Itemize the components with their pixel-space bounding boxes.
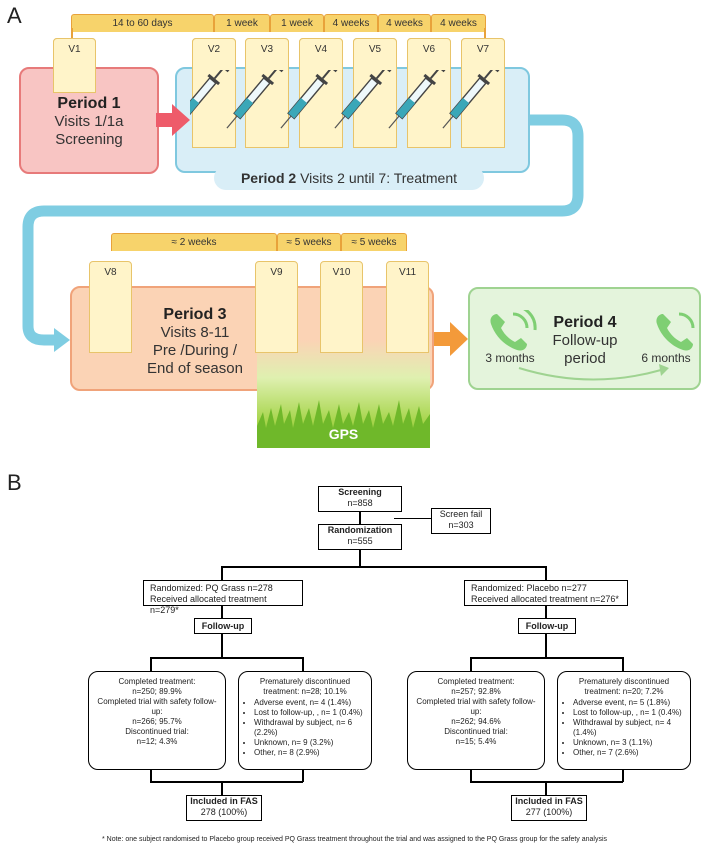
- pq-completed-box: Completed treatment: n=250; 89.9% Comple…: [88, 671, 226, 770]
- pq-randomized-line1: Randomized: PQ Grass n=278: [150, 583, 273, 593]
- interval-2: 1 week: [214, 14, 270, 32]
- pq-completed-0: Completed treatment:: [118, 677, 196, 686]
- screening-n: n=858: [347, 498, 373, 508]
- screening-box: Screening n=858: [318, 486, 402, 512]
- pq-followup-box: Follow-up: [194, 618, 252, 634]
- placebo-disc-item: Lost to follow-up, , n= 1 (0.4%): [573, 708, 685, 718]
- interval-5: 4 weeks: [378, 14, 431, 32]
- flow-arrows: [22, 104, 584, 356]
- period-4-text: Period 4 Follow-up period: [540, 314, 630, 368]
- pq-disc-item: Adverse event, n= 4 (1.4%): [254, 698, 366, 708]
- randomization-title: Randomization: [327, 525, 393, 535]
- screening-title: Screening: [338, 487, 382, 497]
- placebo-disc-item: Unknown, n= 3 (1.1%): [573, 738, 685, 748]
- interval-p3-3: ≈ 5 weeks: [341, 233, 407, 251]
- phone-icons: [490, 310, 695, 381]
- pq-randomized-box: Randomized: PQ Grass n=278 Received allo…: [143, 580, 303, 615]
- screen-fail-box: Screen fail n=303: [431, 508, 491, 534]
- pq-completed-2: Completed trial with safety follow-: [97, 697, 217, 706]
- period-1-line1: Visits 1/1a: [54, 113, 124, 130]
- interval-4: 4 weeks: [324, 14, 378, 32]
- period-3-line3: End of season: [147, 360, 243, 377]
- pq-completed-5: Discontinued trial:: [125, 727, 189, 736]
- interval-6: 4 weeks: [431, 14, 486, 32]
- placebo-fas-title: Included in FAS: [515, 796, 583, 806]
- placebo-fas-box: Included in FAS 277 (100%): [511, 795, 587, 821]
- interval-3: 1 week: [270, 14, 324, 32]
- placebo-completed-box: Completed treatment: n=257; 92.8% Comple…: [407, 671, 545, 770]
- pq-disc-item: Lost to follow-up, , n= 1 (0.4%): [254, 708, 366, 718]
- pq-fas-box: Included in FAS 278 (100%): [186, 795, 262, 821]
- placebo-completed-1: n=257; 92.8%: [451, 687, 501, 696]
- period-2-text: Visits 2 until 7: Treatment: [300, 170, 458, 186]
- pq-completed-4: n=266; 95.7%: [132, 717, 182, 726]
- visit-tab-v5-front: V5: [353, 38, 397, 148]
- placebo-disc-item: Withdrawal by subject, n= 4 (1.4%): [573, 718, 685, 738]
- pq-disc-head-0: Prematurely discontinued: [259, 677, 351, 686]
- placebo-completed-3: up:: [470, 707, 482, 716]
- pq-completed-1: n=250; 89.9%: [132, 687, 182, 696]
- randomization-n: n=555: [347, 536, 373, 546]
- period-2-label: Period 2 Visits 2 until 7: Treatment: [214, 166, 484, 190]
- pq-fas-title: Included in FAS: [190, 796, 258, 806]
- screen-fail-title: Screen fail: [439, 509, 483, 519]
- pq-fas-n: 278 (100%): [200, 807, 248, 817]
- placebo-completed-2: Completed trial with safety follow-: [416, 697, 536, 706]
- visit-tab-v4-front: V4: [299, 38, 343, 148]
- pq-disc-item: Unknown, n= 9 (3.2%): [254, 738, 366, 748]
- placebo-randomized-line1: Randomized: Placebo n=277: [471, 583, 587, 593]
- grass-icon: [257, 400, 430, 448]
- placebo-randomized-line2: Received allocated treatment n=276*: [471, 594, 619, 604]
- interval-1: 14 to 60 days: [71, 14, 214, 32]
- period-4-left-label: 3 months: [485, 351, 535, 365]
- visit-tab-v10: V10: [320, 261, 363, 353]
- period-4-title: Period 4: [553, 314, 617, 331]
- period-1-line2: Screening: [55, 131, 123, 148]
- randomization-box: Randomization n=555: [318, 524, 402, 550]
- pq-randomized-line2: Received allocated treatment n=279*: [150, 594, 267, 615]
- placebo-disc-head-0: Prematurely discontinued: [578, 677, 670, 686]
- panel-a-label: A: [7, 3, 22, 28]
- placebo-completed-4: n=262; 94.6%: [451, 717, 501, 726]
- visit-tab-v1-front: V1: [53, 38, 96, 93]
- period-4-right-label: 6 months: [641, 351, 691, 365]
- placebo-followup-box: Follow-up: [518, 618, 576, 634]
- interval-p3-1: ≈ 2 weeks: [111, 233, 277, 251]
- placebo-completed-5: Discontinued trial:: [444, 727, 508, 736]
- period-3-title: Period 3: [163, 306, 227, 323]
- period-1-title: Period 1: [57, 95, 121, 112]
- placebo-fas-n: 277 (100%): [525, 807, 573, 817]
- placebo-disc-item: Other, n= 7 (2.6%): [573, 748, 685, 758]
- period-4-line1: Follow-up: [552, 332, 618, 349]
- pq-disc-head-1: treatment: n=28; 10.1%: [263, 687, 347, 696]
- period-3-text: Period 3 Visits 8-11 Pre /During / End o…: [135, 306, 255, 378]
- placebo-completed-0: Completed treatment:: [437, 677, 515, 686]
- period-4-line2: period: [564, 350, 606, 367]
- placebo-discontinued-box: Prematurely discontinued treatment: n=20…: [557, 671, 691, 770]
- placebo-disc-head-1: treatment: n=20; 7.2%: [584, 687, 664, 696]
- pq-completed-6: n=12; 4.3%: [136, 737, 178, 746]
- syringe-icons: [190, 70, 502, 134]
- screen-fail-n: n=303: [448, 520, 474, 530]
- gps-label: GPS: [328, 426, 359, 442]
- pq-disc-item: Other, n= 8 (2.9%): [254, 748, 366, 758]
- interval-p3-2: ≈ 5 weeks: [277, 233, 341, 251]
- panel-b-label: B: [7, 470, 22, 495]
- visit-tab-v8: V8: [89, 261, 132, 353]
- placebo-randomized-box: Randomized: Placebo n=277 Received alloc…: [464, 580, 628, 606]
- visit-tab-v11: V11: [386, 261, 429, 353]
- pq-disc-item: Withdrawal by subject, n= 6 (2.2%): [254, 718, 366, 738]
- placebo-completed-6: n=15; 5.4%: [455, 737, 497, 746]
- footnote: * Note: one subject randomised to Placeb…: [101, 836, 608, 843]
- placebo-disc-item: Adverse event, n= 5 (1.8%): [573, 698, 685, 708]
- period-2-title: Period 2: [240, 170, 297, 186]
- period-3-line1: Visits 8-11: [160, 324, 230, 341]
- pq-discontinued-box: Prematurely discontinued treatment: n=28…: [238, 671, 372, 770]
- period-3-line2: Pre /During /: [152, 342, 238, 359]
- pq-completed-3: up:: [151, 707, 163, 716]
- visit-tab-v9: V9: [255, 261, 298, 353]
